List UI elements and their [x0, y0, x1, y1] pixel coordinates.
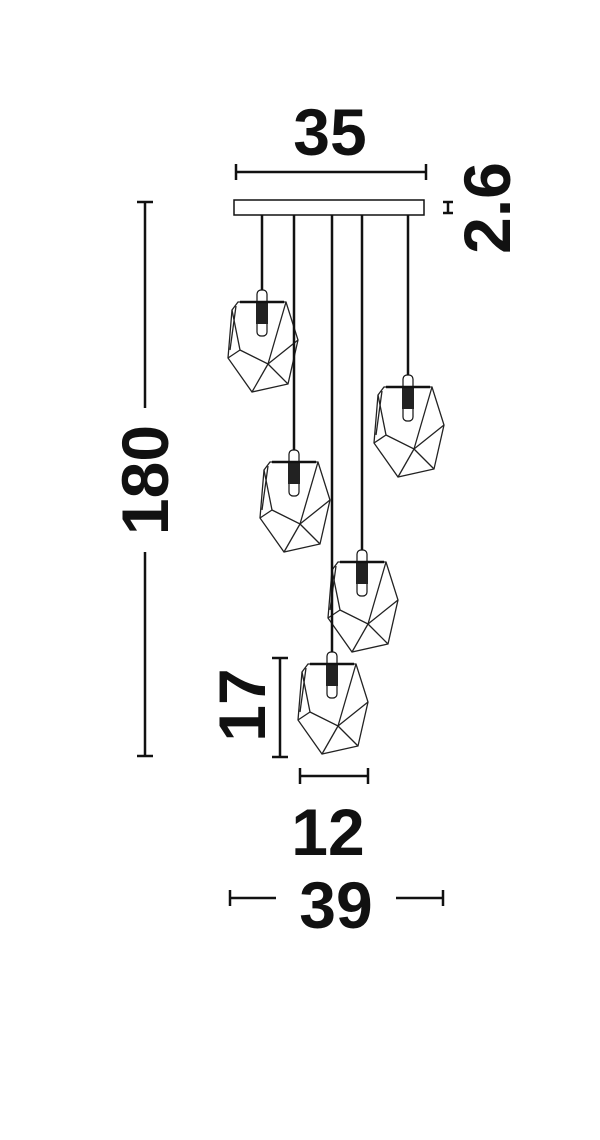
total-height-label: 180	[108, 425, 182, 535]
pendant-lamp	[297, 215, 369, 755]
shade-height-dimension: 17	[205, 656, 288, 759]
lamp-holder	[326, 664, 338, 686]
glass-shade	[227, 301, 299, 393]
shade-height-label: 17	[205, 668, 279, 741]
pendant-lamp	[259, 215, 331, 553]
canopy-width-dimension: 35	[234, 95, 428, 180]
glass-shade	[297, 663, 369, 755]
shade-width-label: 12	[291, 795, 364, 869]
shade-width-dimension: 12	[291, 768, 370, 869]
ceiling-canopy	[233, 199, 425, 216]
lamp-holder	[288, 462, 300, 484]
canopy-width-label: 35	[293, 95, 366, 169]
glass-shade	[373, 386, 445, 478]
lamp-holder	[402, 387, 414, 409]
canopy-height-label: 2.6	[450, 162, 524, 254]
pendant-lamp	[373, 215, 445, 478]
glass-shade	[259, 461, 331, 553]
total-height-dimension: 180	[108, 200, 182, 758]
canopy-height-dimension: 2.6	[443, 162, 524, 254]
total-width-label: 39	[299, 868, 372, 942]
pendant-lamp	[327, 215, 399, 653]
pendant-lamp	[227, 215, 299, 393]
total-width-dimension: 39	[228, 868, 445, 942]
lamp-holder	[256, 302, 268, 324]
lamp-holder	[356, 562, 368, 584]
